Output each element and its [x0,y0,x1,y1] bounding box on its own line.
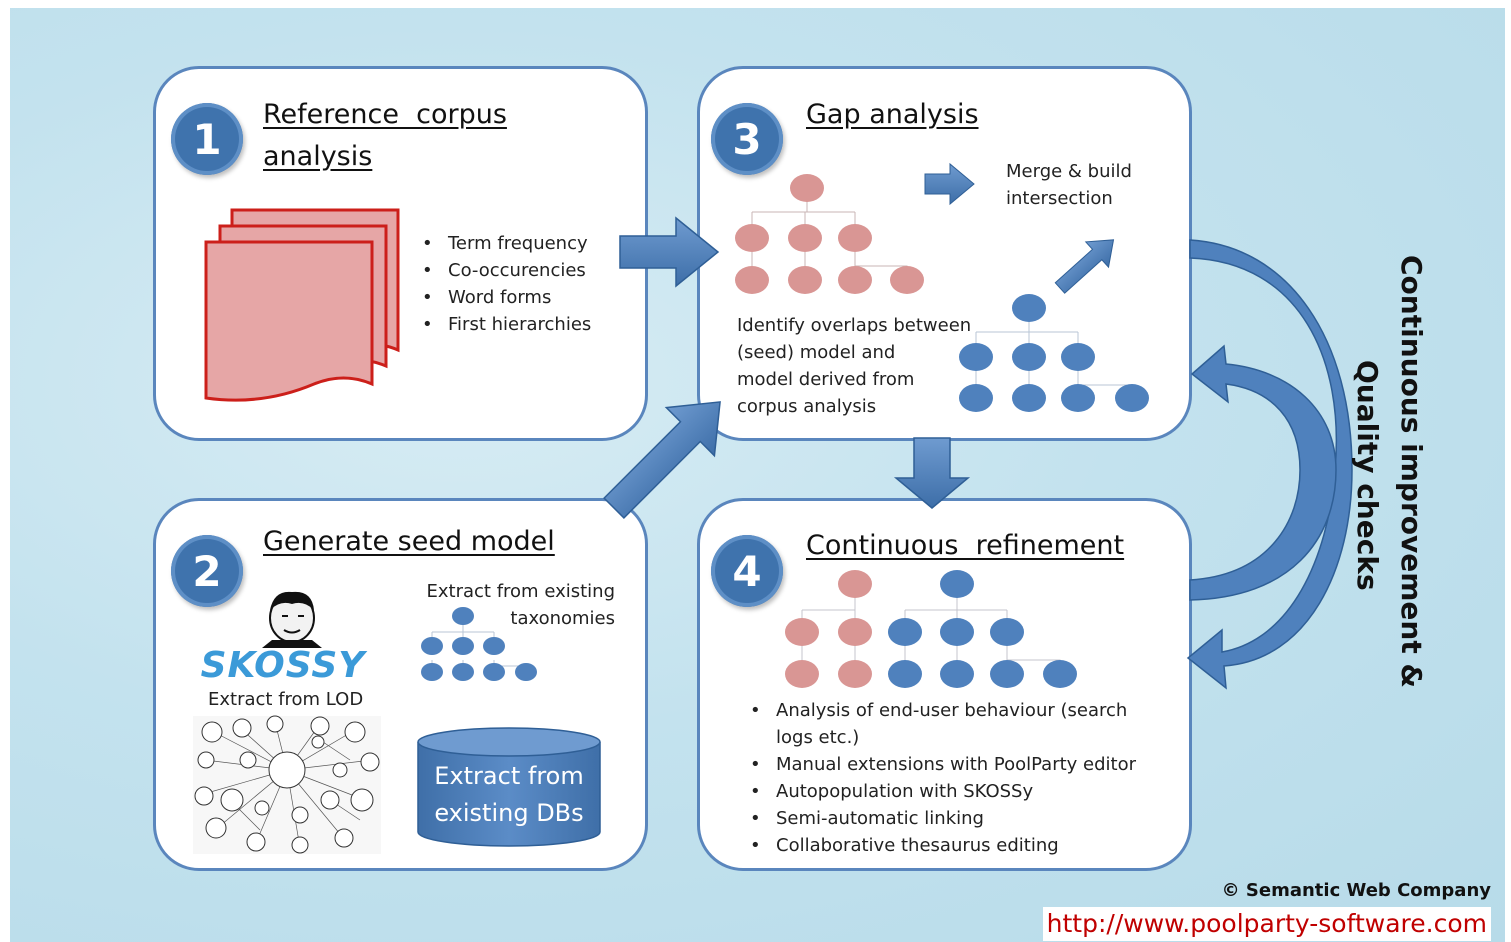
side-label: Quality checks [1346,360,1388,591]
overlap-description: Identify overlaps between (seed) model a… [737,312,971,420]
step-title: Reference corpus analysis [263,94,507,178]
arrow-icon [924,162,975,206]
refinement-list: Analysis of end-user behaviour (search l… [748,697,1136,859]
arrow-icon [893,437,971,509]
side-label-line: Quality checks [1351,360,1384,591]
copyright: © Semantic Web Company [1221,880,1491,901]
list-item: Analysis of end-user behaviour (search [748,697,1136,724]
label-line: Extract from [434,762,584,790]
caption-line: intersection [1006,188,1113,209]
side-label-line: Continuous improvement & [1395,255,1428,688]
step-title: Generate seed model [263,526,555,557]
lod-graph-icon [193,715,381,854]
caption-line: Merge & build [1006,161,1132,182]
step-number-badge: 2 [171,535,243,607]
title-line: Reference corpus [263,99,507,130]
list-item: Co-occurencies [420,257,591,284]
tree-icon [751,188,908,280]
step-number-badge: 3 [711,103,783,175]
skossy-logo: SKOSSY [200,645,366,686]
list-item: Collaborative thesaurus editing [748,832,1136,859]
caption-line: taxonomies [510,608,615,629]
list-item: Autopopulation with SKOSSy [748,778,1136,805]
skossy-face-icon [262,591,322,648]
arrow-icon [603,401,721,519]
corpus-analysis-list: Term frequency Co-occurencies Word forms… [420,230,591,338]
description-line: (seed) model and [737,342,896,363]
description-line: corpus analysis [737,396,877,417]
arrow-icon [619,216,720,288]
list-item: Semi-automatic linking [748,805,1136,832]
label-line: existing DBs [434,799,584,827]
step-number-badge: 4 [711,535,783,607]
list-item-continuation: logs etc.) [748,724,1136,751]
document-stack-icon [204,208,400,402]
description-line: Identify overlaps between [737,315,972,336]
list-item: Manual extensions with PoolParty editor [748,751,1136,778]
description-line: model derived from [737,369,915,390]
tree-icon [975,308,1133,398]
title-line: analysis [263,141,373,172]
database-icon [417,727,601,847]
step-title: Gap analysis [806,99,979,130]
list-item: First hierarchies [420,311,591,338]
step-number-badge: 1 [171,103,243,175]
step-title: Continuous refinement [806,530,1125,561]
arrow-icon [1054,239,1115,294]
curved-cycle-arrow-icon [1186,239,1353,690]
caption-line: Extract from existing [426,581,615,602]
list-item: Word forms [420,284,591,311]
taxonomy-caption: Extract from existing taxonomies [425,578,615,632]
lod-caption: Extract from LOD [208,689,364,710]
website-url[interactable]: http://www.poolparty-software.com [1042,907,1491,941]
continuation-text: logs etc.) [776,727,860,748]
database-label: Extract from existing DBs [418,758,600,832]
side-label: Continuous improvement & [1390,255,1432,688]
list-item: Term frequency [420,230,591,257]
merge-caption: Merge & build intersection [1006,158,1132,212]
